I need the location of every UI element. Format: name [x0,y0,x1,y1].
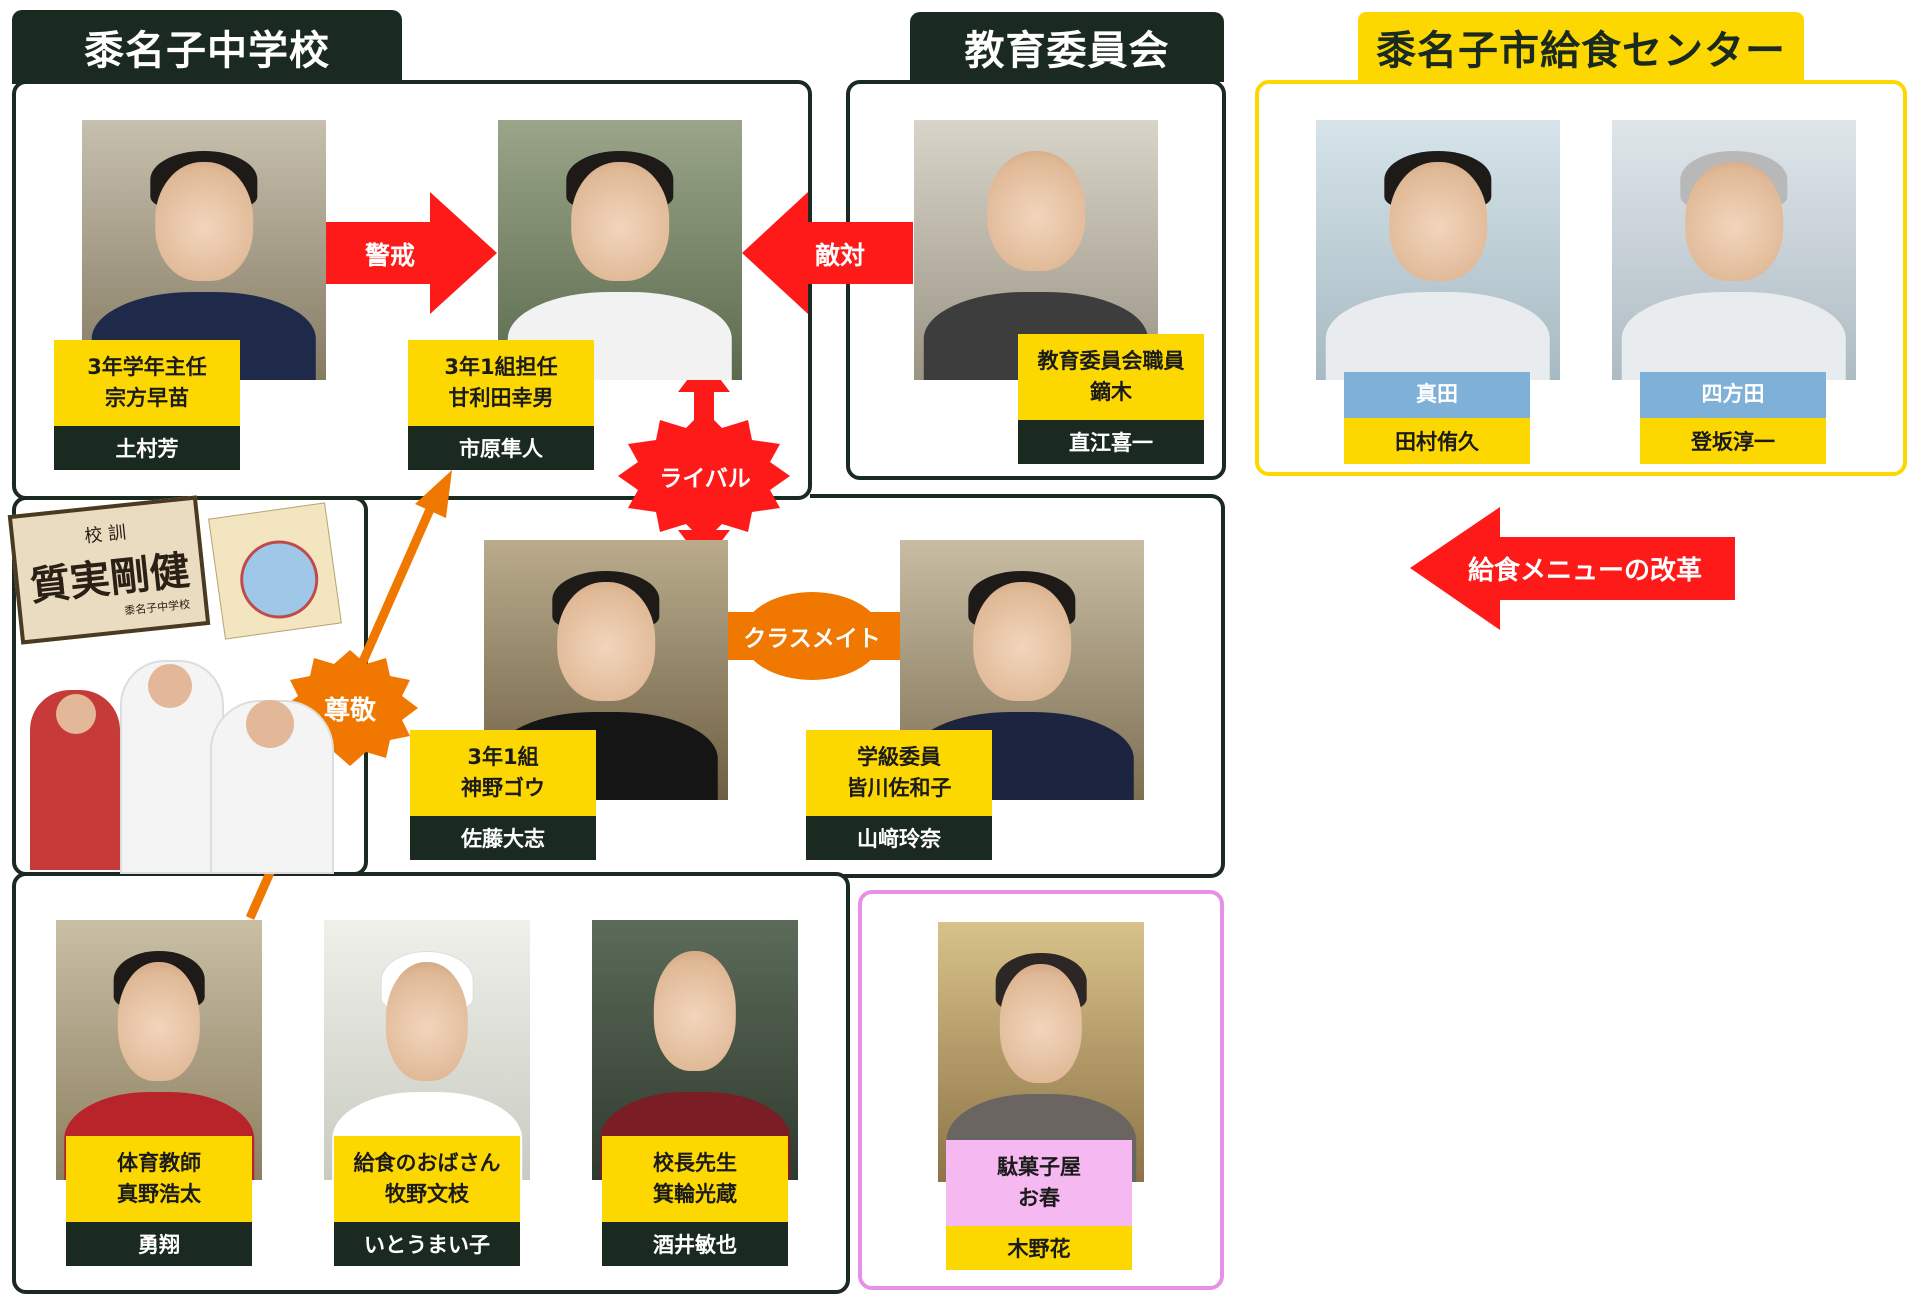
portrait-sanada [1316,120,1560,380]
keikai-arrow [322,192,497,314]
actor-kaburagi: 直江喜一 [1018,420,1204,464]
portrait-amarita [498,120,742,380]
actor-munakata: 土村芳 [54,426,240,470]
role-kamino: 3年1組 神野ゴウ [410,730,596,816]
role-makino: 給食のおばさん 牧野文枝 [334,1136,520,1222]
actor-minowa: 酒井敏也 [602,1222,788,1266]
actor-mano: 勇翔 [66,1222,252,1266]
role-kaburagi: 教育委員会職員 鏑木 [1018,334,1204,420]
sonkei-label: 尊敬 [323,695,376,726]
kondate-chart-illustration [208,502,342,640]
portrait-oharu [938,922,1144,1182]
kyushoku-label: 給食メニューの改革 [1467,555,1702,586]
actor-yomoda: 登坂淳一 [1640,418,1826,464]
keikai-label: 警戒 [364,241,415,270]
actor-minagawa: 山﨑玲奈 [806,816,992,860]
role-mano: 体育教師 真野浩太 [66,1136,252,1222]
actor-oharu: 木野花 [946,1226,1132,1270]
role-amarita: 3年1組担任 甘利田幸男 [408,340,594,426]
portrait-munakata [82,120,326,380]
tekitai-label: 敵対 [814,241,865,270]
role-sanada: 真田 [1344,372,1530,418]
kyushoku-arrow [1410,507,1735,630]
tekitai-arrow [742,192,913,314]
role-munakata: 3年学年主任 宗方早苗 [54,340,240,426]
role-minagawa: 学級委員 皆川佐和子 [806,730,992,816]
actor-amarita: 市原隼人 [408,426,594,470]
role-yomoda: 四方田 [1640,372,1826,418]
students-illustration [20,640,360,874]
classmate-label: クラスメイト [743,626,881,652]
rival-burst [618,410,790,542]
center-tab: 黍名子市給食センター [1358,12,1804,82]
actor-makino: いとうまい子 [334,1222,520,1266]
rival-label: ライバル [659,466,751,492]
classmate-bar [722,612,902,660]
role-oharu: 駄菓子屋 お春 [946,1140,1132,1226]
actor-kamino: 佐藤大志 [410,816,596,860]
sonkei-arrowhead [415,470,452,518]
role-minowa: 校長先生 箕輪光蔵 [602,1136,788,1222]
portrait-yomoda [1612,120,1856,380]
board-tab: 教育委員会 [910,12,1224,82]
school-motto-plaque: 校 訓 質実剛健 黍名子中学校 [7,495,211,645]
school-tab: 黍名子中学校 [12,10,402,84]
actor-sanada: 田村侑久 [1344,418,1530,464]
